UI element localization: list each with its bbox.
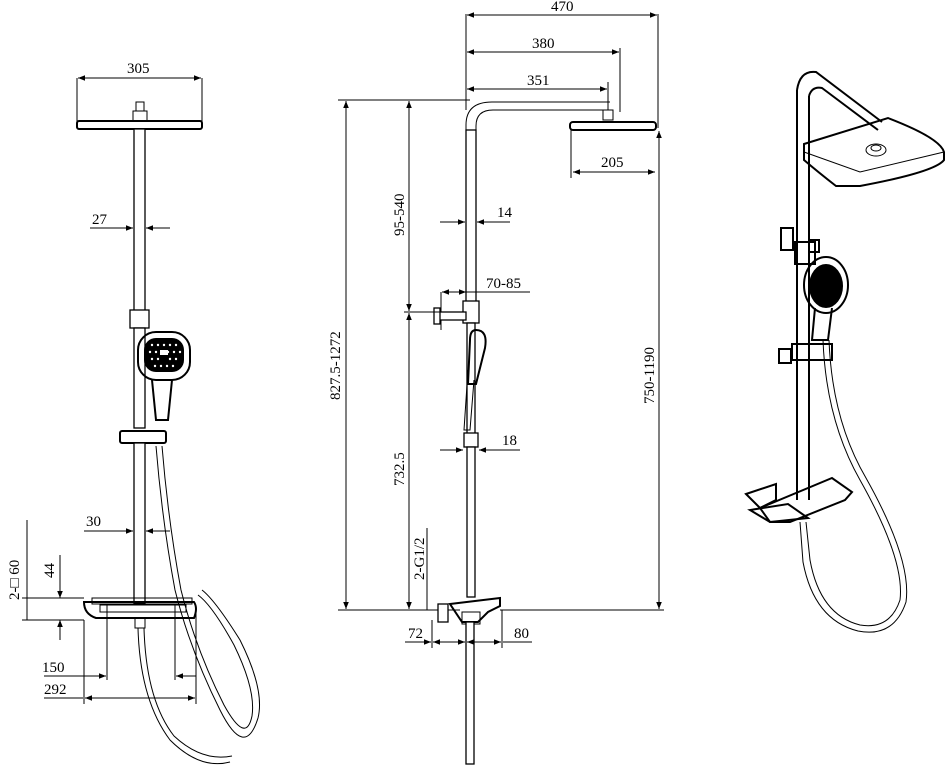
dim-overall-reach: 470 xyxy=(551,0,574,15)
mixer-side-icon xyxy=(437,596,501,625)
dim-spout-length: 80 xyxy=(514,626,529,642)
dim-adjust-range: 95-540 xyxy=(392,194,408,237)
perspective-view xyxy=(744,70,945,633)
dim-thread-size: 2-G1/2 xyxy=(412,538,428,581)
hand-shower-perspective-icon xyxy=(803,256,849,341)
dim-bar-diameter: 27 xyxy=(92,212,108,228)
dim-inlet-height: 44 xyxy=(42,563,58,579)
dim-arm-offset: 351 xyxy=(527,73,550,89)
dim-bar-diameter-lower: 30 xyxy=(86,514,101,530)
hand-shower-icon xyxy=(137,331,191,421)
shower-head-icon xyxy=(76,101,203,130)
dim-arm-reach: 380 xyxy=(532,36,555,52)
dim-total-height: 827.5-1272 xyxy=(328,331,344,400)
dim-bar-diameter-side: 14 xyxy=(497,205,513,221)
side-view: 470 380 351 205 14 70-85 xyxy=(328,0,664,765)
mixer-valve-icon xyxy=(82,597,197,629)
dim-mixer-depth: 150 xyxy=(42,660,65,676)
dim-wall-offset: 72 xyxy=(408,626,423,642)
dim-head-height: 750-1190 xyxy=(642,347,658,404)
dim-holder-range: 70-85 xyxy=(486,276,521,292)
dim-head-depth: 205 xyxy=(601,155,624,171)
dim-head-width: 305 xyxy=(127,61,150,77)
front-view: 305 27 xyxy=(7,61,261,765)
dim-mixer-width: 292 xyxy=(44,682,67,698)
dim-inlet-size: 2-□ 60 xyxy=(7,560,23,600)
dim-holder-height: 732.5 xyxy=(392,452,408,486)
dim-slider-diameter: 18 xyxy=(502,433,517,449)
